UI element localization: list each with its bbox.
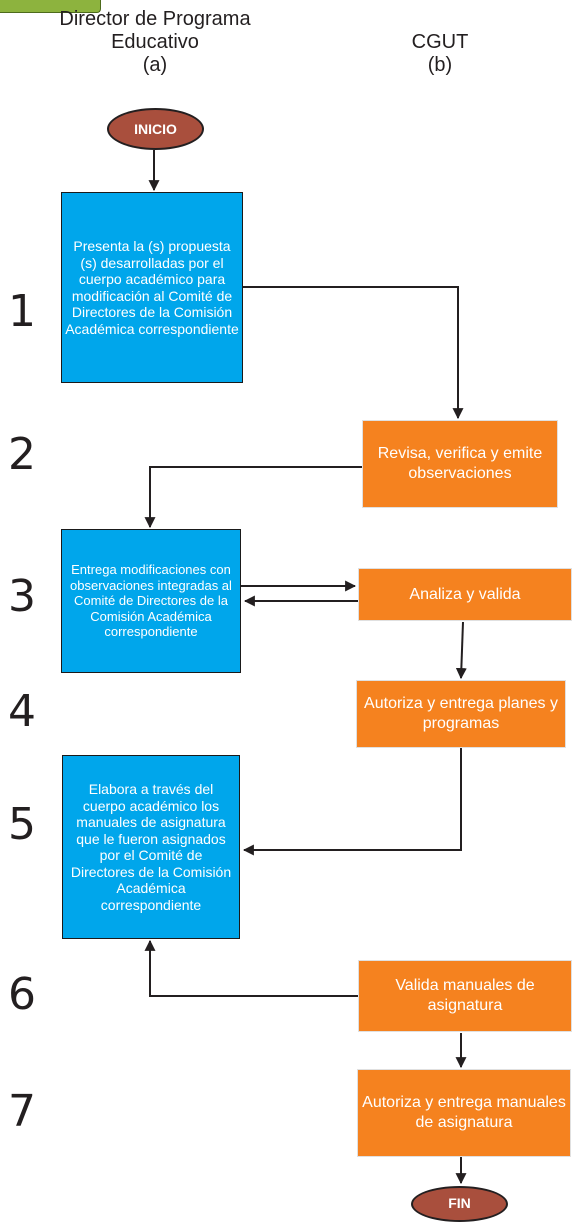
step-5-box: Elabora a través del cuerpo académico lo… [62, 755, 240, 939]
arrow-s6-to-s5 [144, 939, 358, 997]
step-number-3: 3 [8, 571, 36, 622]
header-tab [0, 0, 101, 13]
step-number-4: 4 [8, 686, 36, 737]
lane-a-tag: (a) [142, 54, 168, 76]
lane-b-tag: (b) [427, 54, 453, 76]
arrow-s4-to-s5 [242, 748, 462, 856]
step-7-box: Autoriza y entrega manuales de asignatur… [357, 1069, 571, 1157]
step-6-box: Valida manuales de asignatura [358, 960, 572, 1032]
step-3-box: Entrega modificaciones con observaciones… [61, 529, 241, 673]
lane-b-header: CGUT (b) [380, 31, 500, 77]
lane-b-title: CGUT [411, 31, 469, 53]
lane-a-title-line1: Director de Programa [59, 8, 251, 30]
end-terminal: FIN [411, 1186, 508, 1222]
analiza-valida-box: Analiza y valida [358, 568, 572, 621]
arrow-analiza-to-s4 [455, 621, 467, 680]
step-number-1: 1 [8, 286, 36, 337]
step-1-box: Presenta la (s) propuesta (s) desarrolla… [61, 192, 243, 383]
step-number-6: 6 [8, 969, 36, 1020]
step-number-7: 7 [8, 1086, 36, 1137]
step-number-5: 5 [8, 799, 36, 850]
lane-a-title-line2: Educativo [111, 31, 199, 53]
step-number-2: 2 [8, 429, 36, 480]
start-terminal: INICIO [107, 108, 204, 150]
arrow-s1-to-s2 [243, 286, 464, 420]
lane-a-header: Director de Programa Educativo (a) [40, 8, 270, 77]
step-2-box: Revisa, verifica y emite observaciones [362, 420, 558, 508]
arrow-s2-to-s3 [144, 466, 362, 529]
step-4-box: Autoriza y entrega planes y programas [356, 680, 566, 748]
